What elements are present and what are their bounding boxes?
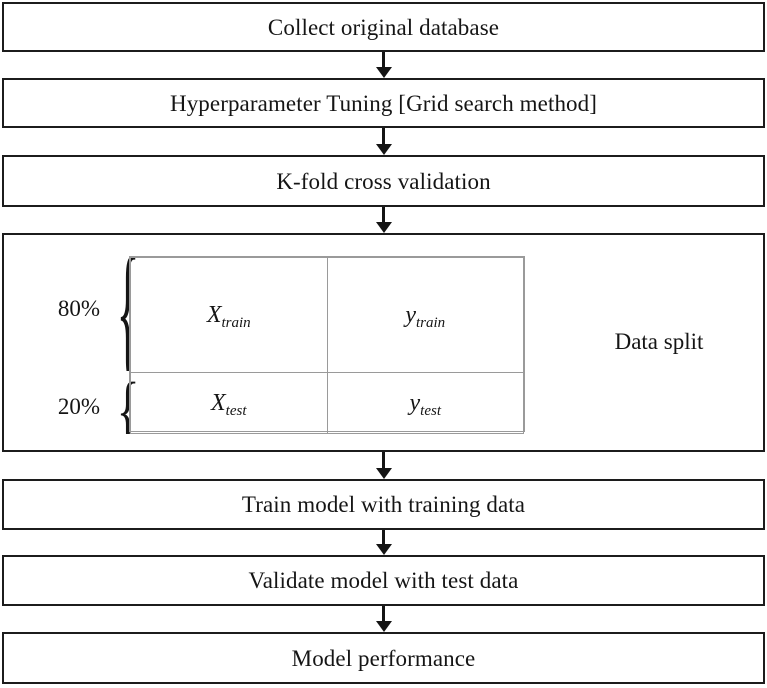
arrow-stem (382, 207, 385, 223)
flow-box-collect: Collect original database (2, 2, 765, 52)
flow-box-train-label: Train model with training data (241, 492, 526, 517)
flow-box-collect-label: Collect original database (267, 14, 500, 40)
cell-y-test: ytest (326, 372, 524, 434)
data-split-table: Xtrain ytrain Xtest ytest (129, 256, 525, 434)
variable-x-train: Xtrain (206, 302, 251, 331)
arrow-stem (382, 52, 385, 68)
arrow-stem (382, 452, 385, 469)
variable-x-test: Xtest (210, 390, 247, 419)
connector-arrow-3 (376, 207, 392, 233)
arrow-stem (382, 606, 385, 622)
connector-arrow-5 (376, 530, 392, 555)
flow-box-tuning: Hyperparameter Tuning [Grid search metho… (2, 78, 765, 128)
connector-arrow-4 (376, 452, 392, 479)
cell-x-test: Xtest (130, 372, 328, 434)
flow-box-kfold: K-fold cross validation (2, 155, 765, 207)
arrow-stem (382, 128, 385, 145)
table-row: Xtrain ytrain (130, 257, 524, 373)
flow-box-performance: Model performance (2, 632, 765, 684)
split-percent-train: 80% (57, 296, 100, 321)
flow-box-train: Train model with training data (2, 479, 765, 530)
arrow-head-icon (376, 222, 392, 233)
variable-y-train: ytrain (405, 302, 446, 331)
connector-arrow-1 (376, 52, 392, 78)
arrow-head-icon (376, 544, 392, 555)
flow-box-kfold-label: K-fold cross validation (276, 168, 491, 194)
arrow-head-icon (376, 144, 392, 155)
table-row: Xtest ytest (130, 372, 524, 434)
flow-box-validate: Validate model with test data (2, 555, 765, 606)
variable-y-test: ytest (409, 390, 442, 419)
data-split-content: 80% 20% { { Xtrain ytrain (4, 235, 763, 450)
cell-y-train: ytrain (326, 257, 524, 373)
cell-x-train: Xtrain (130, 257, 328, 373)
connector-arrow-2 (376, 128, 392, 155)
flow-box-tuning-label: Hyperparameter Tuning [Grid search metho… (169, 90, 598, 116)
arrow-head-icon (376, 621, 392, 632)
split-percent-test: 20% (57, 394, 100, 419)
flow-box-performance-label: Model performance (291, 645, 476, 671)
arrow-stem (382, 530, 385, 545)
data-split-title: Data split (614, 329, 704, 354)
arrow-head-icon (376, 67, 392, 78)
arrow-head-icon (376, 468, 392, 479)
flow-box-data-split: 80% 20% { { Xtrain ytrain (2, 233, 765, 452)
flow-box-validate-label: Validate model with test data (248, 568, 519, 593)
connector-arrow-6 (376, 606, 392, 632)
